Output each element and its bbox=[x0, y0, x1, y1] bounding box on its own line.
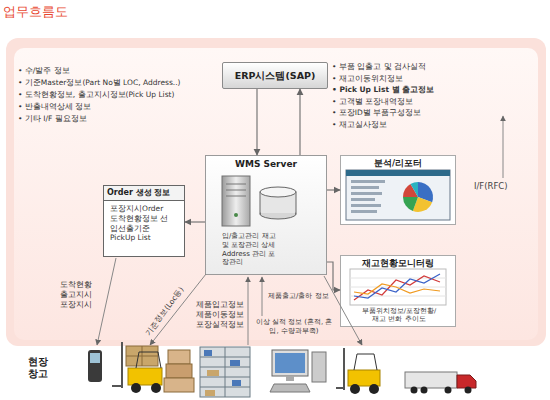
forklift-with-pallet bbox=[126, 346, 158, 366]
forklift bbox=[348, 370, 380, 386]
pda-device bbox=[88, 350, 102, 382]
storage-rack bbox=[225, 347, 226, 397]
background-band bbox=[6, 38, 546, 346]
storage-rack bbox=[200, 347, 250, 397]
computer bbox=[275, 353, 305, 373]
forklift-with-pallet bbox=[136, 352, 161, 368]
truck bbox=[405, 372, 457, 388]
truck bbox=[421, 387, 428, 394]
forklift bbox=[336, 387, 344, 389]
computer bbox=[312, 352, 326, 382]
truck bbox=[445, 387, 452, 394]
background-band bbox=[6, 38, 546, 346]
flow-arrow bbox=[327, 262, 340, 290]
field-arrows bbox=[97, 116, 503, 345]
flow-arrow bbox=[327, 189, 340, 190]
computer bbox=[286, 376, 294, 381]
field-arrows bbox=[262, 277, 263, 316]
forklift bbox=[369, 384, 379, 394]
forklift-with-pallet bbox=[142, 346, 143, 366]
storage-rack bbox=[200, 377, 250, 378]
box-stack bbox=[166, 364, 192, 378]
field-arrows bbox=[248, 277, 249, 345]
info-label: • 고객별 포장내역정보 bbox=[332, 97, 413, 107]
node-text: 입/출고관리 재고 및 포장관리 상세 Address 관리 포장관리 bbox=[222, 232, 280, 267]
field-arrows bbox=[97, 258, 116, 345]
forklift-with-pallet bbox=[121, 342, 123, 388]
report-box: 분석/리포터 bbox=[340, 155, 456, 225]
storage-rack bbox=[200, 387, 250, 388]
forklift-with-pallet bbox=[128, 368, 162, 385]
flow-arrow bbox=[256, 89, 257, 155]
computer bbox=[270, 350, 326, 392]
forklift-with-pallet bbox=[126, 356, 158, 357]
box-stack bbox=[168, 350, 190, 364]
box-stack bbox=[164, 378, 194, 392]
forklift bbox=[350, 384, 360, 394]
info-label: • 수/발주 정보 bbox=[18, 66, 70, 76]
info-label: • 도착현황정보, 출고지시정보(Pick Up List) bbox=[18, 90, 174, 100]
storage-rack bbox=[200, 357, 250, 358]
server-box: WMS Server 입/출고관리 재고 및 포장관리 상세 Address 관리… bbox=[205, 155, 327, 275]
node-text: 부품위치정보/포장현황/ 재고 변화 추이도 bbox=[359, 307, 439, 323]
computer bbox=[270, 384, 310, 392]
info-label: 현장 창고 bbox=[24, 356, 52, 381]
pda-device bbox=[90, 353, 100, 363]
storage-rack bbox=[230, 360, 240, 366]
truck bbox=[457, 375, 476, 388]
node-text: 포장지시Order 도착현황정보 선입선출기준 PickUp List bbox=[104, 201, 176, 246]
background-band bbox=[14, 48, 538, 340]
info-label: • 반출내역상세 정보 bbox=[18, 102, 91, 112]
flow-arrow bbox=[185, 221, 205, 222]
info-label: 도착현황 출고지시 포장지시 bbox=[58, 280, 94, 309]
node-heading: WMS Server bbox=[206, 156, 326, 170]
forklift bbox=[336, 348, 380, 394]
box-stack bbox=[164, 350, 194, 392]
info-label: • 기준Master정보(Part No별 LOC, Address..) bbox=[18, 78, 181, 88]
storage-rack bbox=[232, 380, 241, 386]
info-label: • 부품 입출고 및 검사실적 bbox=[332, 62, 426, 72]
storage-rack bbox=[205, 390, 215, 396]
truck bbox=[405, 372, 476, 394]
forklift-with-pallet bbox=[151, 383, 161, 393]
storage-rack bbox=[200, 347, 250, 397]
info-label: • 기타 I/F 필요정보 bbox=[18, 114, 87, 124]
node-heading: Order 생성 정보 bbox=[104, 186, 184, 201]
info-label: • Pick Up List 별 출고정보 bbox=[332, 85, 434, 95]
computer bbox=[272, 350, 308, 376]
storage-rack bbox=[204, 350, 212, 356]
info-label: I/F(RFC) bbox=[474, 181, 508, 192]
truck bbox=[411, 387, 418, 394]
monitor-box: 재고현황모니터링부품위치정보/포장현황/ 재고 변화 추이도 bbox=[340, 255, 456, 327]
diagram-title: 업무흐름도 bbox=[3, 3, 68, 21]
info-label: 이상 실적 정보 (혼적, 혼입, 수량과부족) bbox=[252, 318, 336, 336]
forklift bbox=[354, 354, 377, 370]
system-box: ERP시스템(SAP) bbox=[222, 62, 328, 89]
info-label: 제품입고정보 제품이동정보 포장실적정보 bbox=[196, 300, 248, 329]
forklift-with-pallet bbox=[131, 383, 141, 393]
flow-arrow bbox=[299, 89, 300, 155]
forklift-with-pallet bbox=[112, 385, 122, 387]
node-heading: 분석/리포터 bbox=[341, 156, 455, 169]
truck bbox=[465, 387, 472, 394]
storage-rack bbox=[200, 367, 250, 368]
forklift bbox=[343, 348, 345, 390]
info-label: 제품출고/출하 정보 bbox=[268, 292, 329, 301]
info-label: • 포장ID별 부품구성정보 bbox=[332, 108, 421, 118]
storage-rack bbox=[207, 370, 219, 376]
forklift-with-pallet bbox=[112, 342, 162, 393]
info-label: • 재고이동위치정보 bbox=[332, 74, 403, 84]
node-heading: ERP시스템(SAP) bbox=[223, 63, 327, 82]
process-box: Order 생성 정보포장지시Order 도착현황정보 선입선출기준 PickU… bbox=[103, 185, 185, 257]
info-label: • 재고실사정보 bbox=[332, 120, 387, 130]
node-heading: 재고현황모니터링 bbox=[341, 256, 455, 269]
pda-device bbox=[88, 350, 102, 382]
field-arrows bbox=[503, 116, 504, 178]
